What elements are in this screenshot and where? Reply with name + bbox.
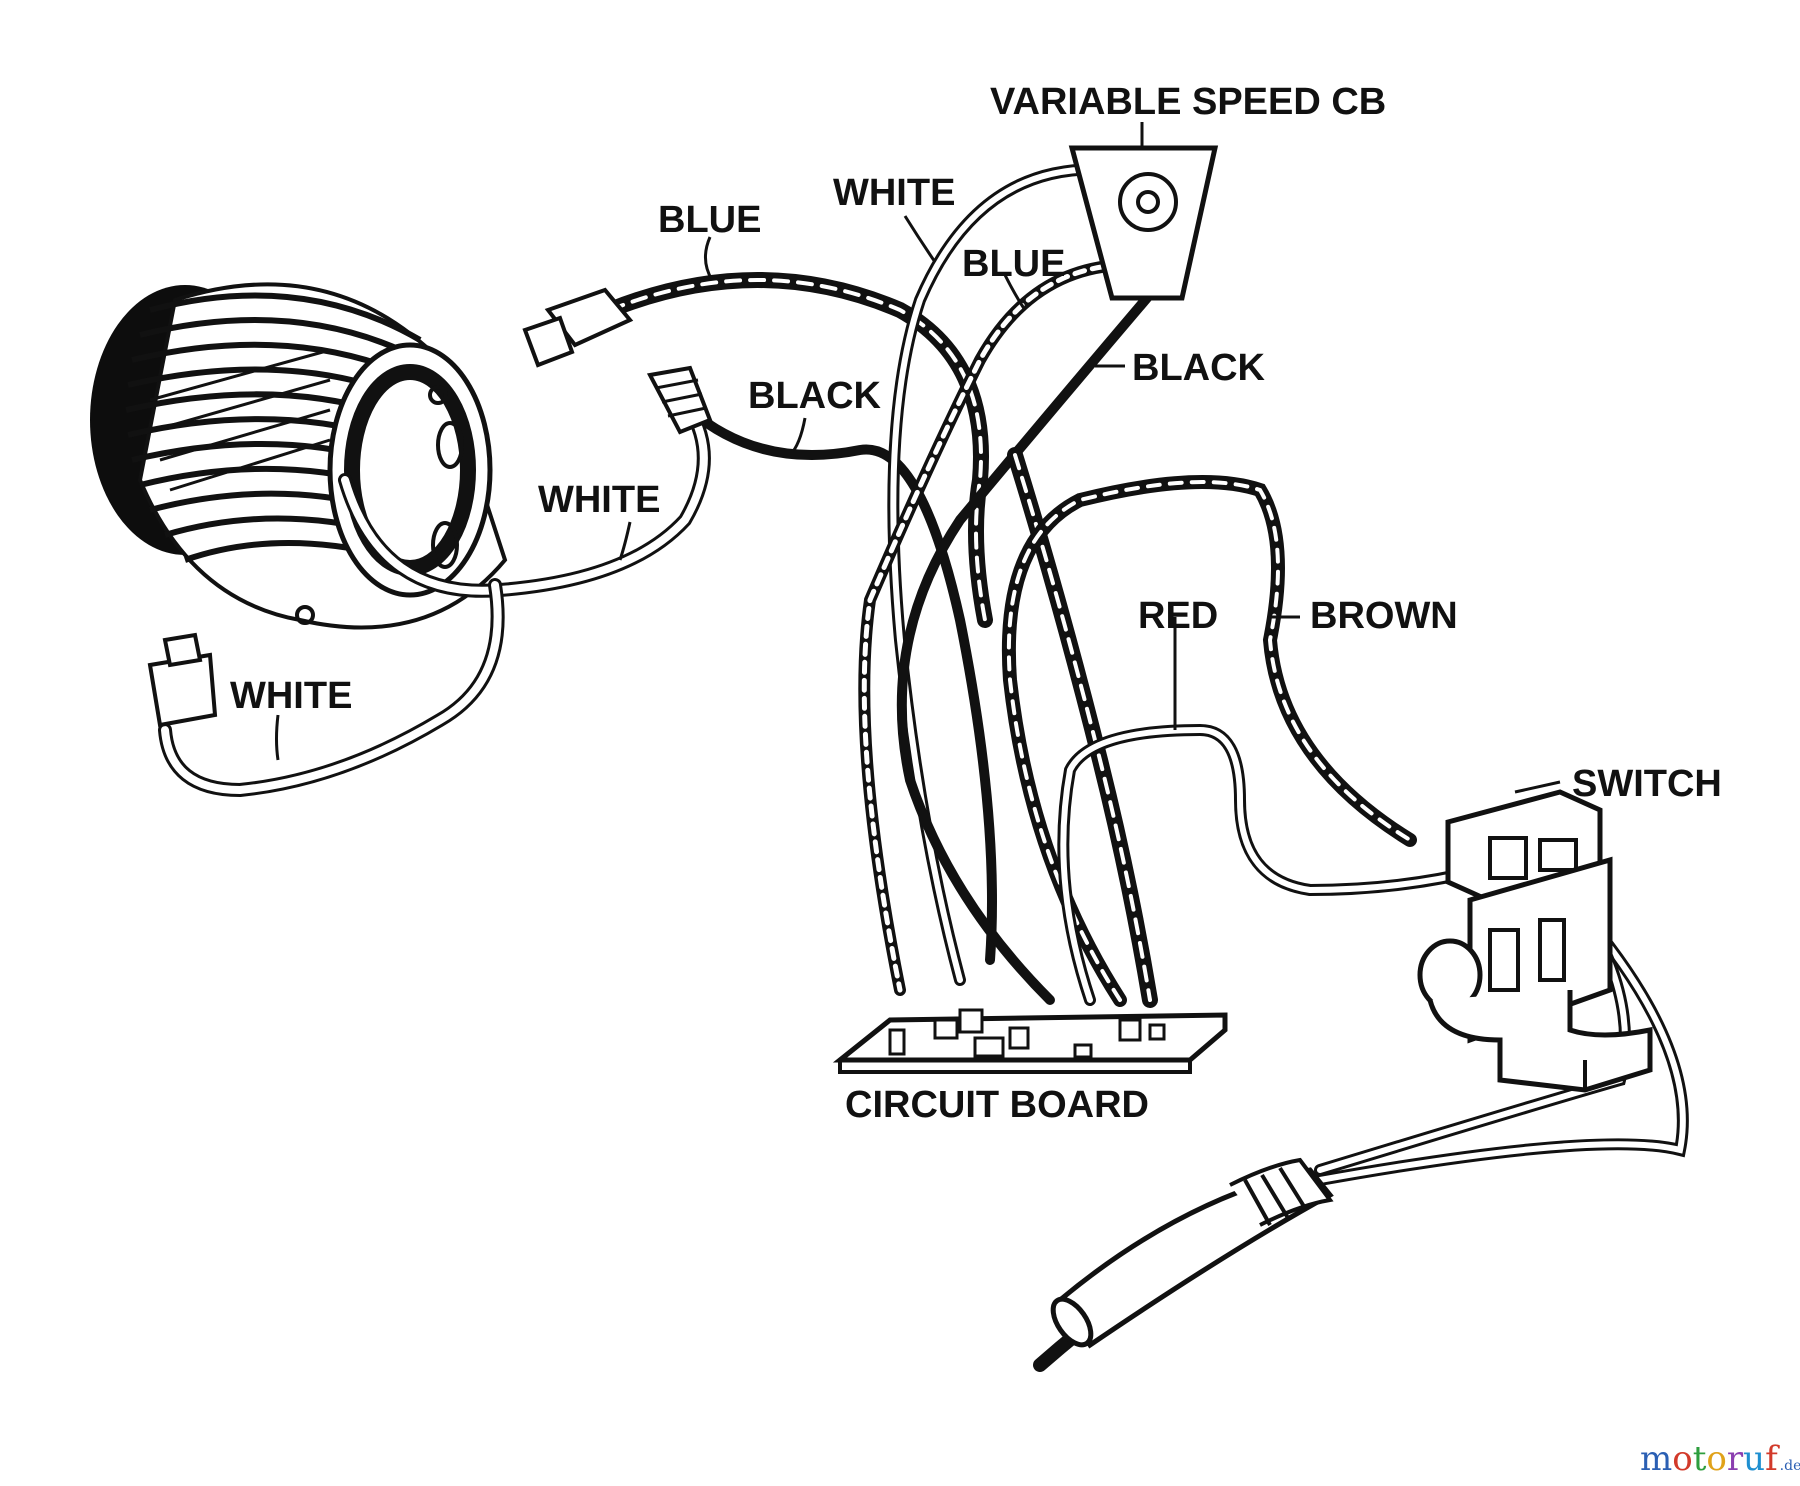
circuit-board [832,1008,1228,1074]
wire-brown [1001,475,1417,1007]
wire-black-from-variable-speed [896,260,1180,1005]
label-black-mid: BLACK [748,375,882,417]
label-white-top: WHITE [833,172,955,214]
motor-field-coil [90,282,508,630]
wire-white-from-motor [338,403,711,598]
watermark-letter: r [1727,1439,1744,1479]
watermark-letter: m [1640,1439,1672,1479]
blue-wire-terminal [522,287,634,368]
watermark-letter: u [1743,1439,1765,1479]
wire-blue-to-connector [602,272,993,628]
wire-nut [646,365,713,435]
label-white-left: WHITE [230,675,352,717]
label-variable-speed-cb: VARIABLE SPEED CB [990,81,1386,123]
watermark-letter: o [1672,1439,1692,1479]
leader-lines [275,122,1561,794]
wire-white-to-connector [158,578,505,798]
label-switch: SWITCH [1572,763,1722,805]
label-black-right: BLACK [1132,347,1266,389]
wire-red [1057,723,1486,1006]
label-blue-top: BLUE [658,199,761,241]
power-cord [1033,1157,1334,1372]
label-brown: BROWN [1310,595,1458,637]
watermark-brand: motoruf.de [1640,1439,1800,1479]
label-circuit-board: CIRCUIT BOARD [845,1084,1149,1126]
watermark-letter: f [1765,1439,1780,1479]
watermark-letter: t [1693,1439,1707,1479]
watermark-letter: o [1706,1439,1726,1479]
switch [1417,789,1653,1093]
label-blue-mid: BLUE [962,243,1065,285]
wire-black-to-wirenut [685,405,997,965]
variable-speed-cb [1068,145,1219,301]
white-wire-terminal [147,632,218,728]
watermark-logo: motoruf.de [1640,1439,1800,1479]
label-red: RED [1138,595,1218,637]
label-white-mid: WHITE [538,479,660,521]
labels: VARIABLE SPEED CB WHITE BLUE BLUE BLACK … [230,81,1722,1126]
wire-blue-to-variable-speed [858,259,1126,996]
